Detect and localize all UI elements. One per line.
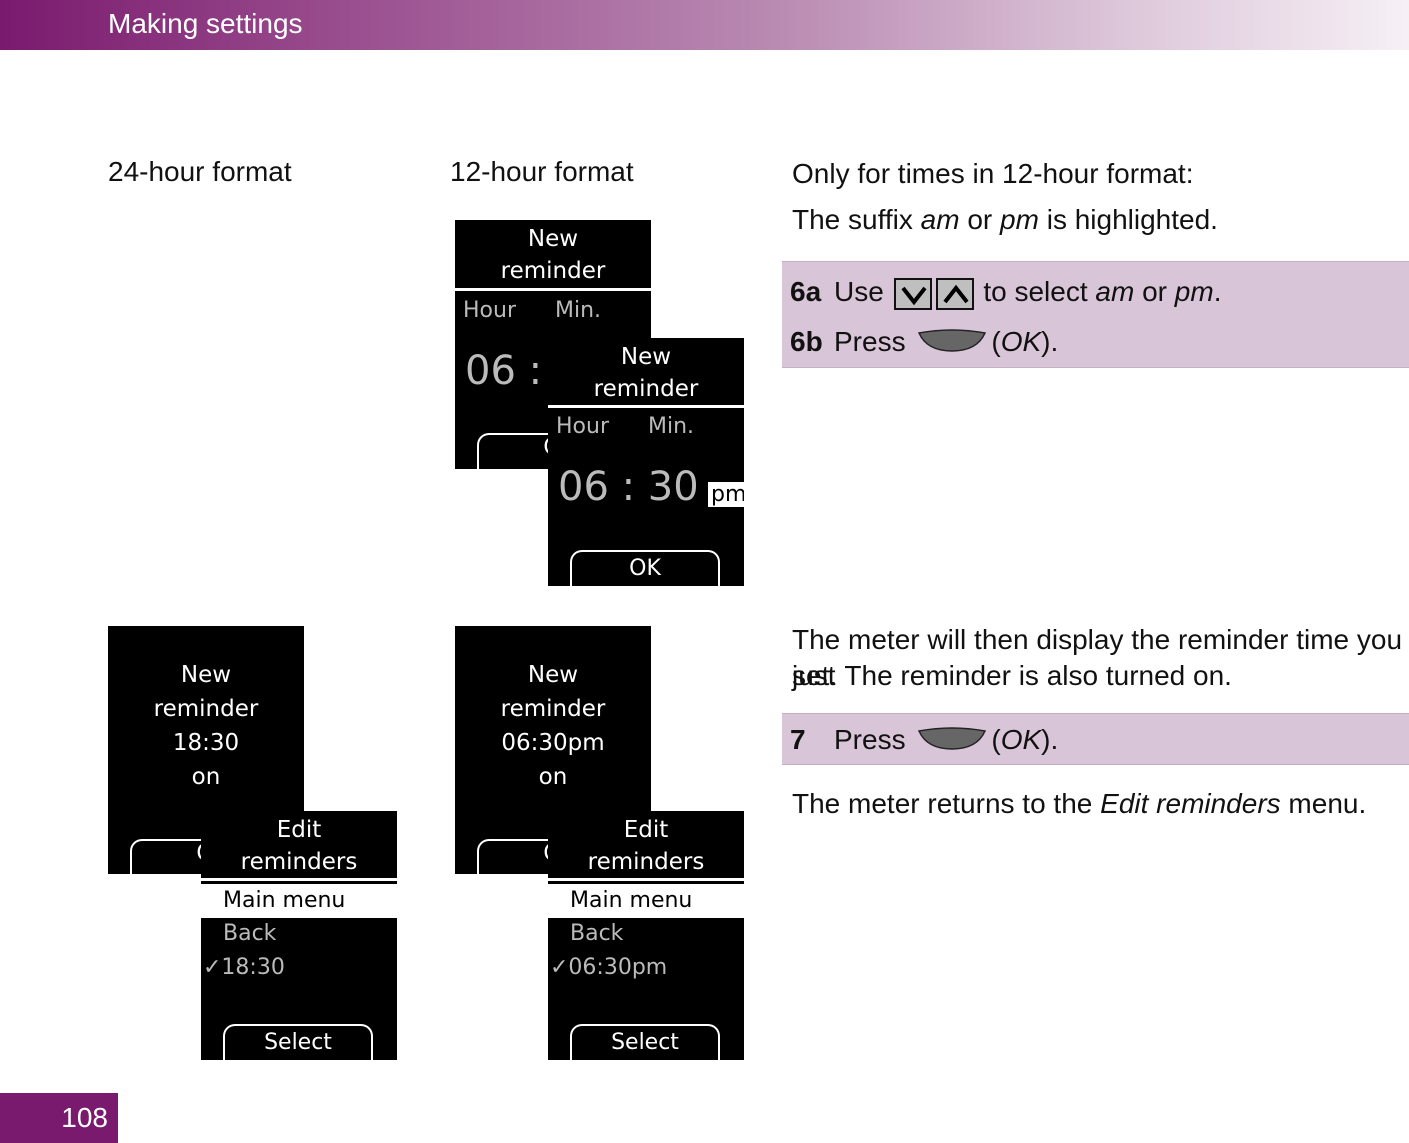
min-label: Min.: [555, 298, 602, 323]
returns-line: The meter returns to the Edit reminders …: [792, 788, 1367, 819]
column-label-24h: 24-hour format: [108, 156, 292, 187]
pm-highlight: pm: [708, 482, 744, 507]
menu-item-main-menu: Main menu: [548, 884, 744, 918]
min-label: Min.: [648, 414, 695, 439]
time-display: 06 : 30: [558, 464, 699, 510]
menu-item-reminder: ✓06:30pm: [550, 955, 668, 980]
select-button: Select: [570, 1024, 720, 1060]
confirmation-text: New reminder 06:30pm on: [500, 662, 606, 790]
result-line-2: set. The reminder is also turned on.: [792, 660, 1232, 691]
ok-button: OK: [570, 550, 720, 586]
confirmation-text: New reminder 18:30 on: [153, 662, 259, 790]
screen-divider: [548, 878, 744, 881]
column-label-12h: 12-hour format: [450, 156, 634, 187]
down-arrow-key-icon: [893, 277, 932, 310]
menu-item-reminder: ✓18:30: [203, 955, 285, 980]
time-display: 06 :: [465, 348, 543, 394]
ok-key-icon: [917, 726, 987, 758]
hour-label: Hour: [556, 414, 609, 439]
hour-label: Hour: [463, 298, 516, 323]
screen-divider: [201, 878, 397, 881]
result-line-1: The meter will then display the reminder…: [792, 624, 1403, 691]
section-title: Making settings: [108, 8, 303, 39]
suffix-line: The suffix am or pm is highlighted.: [792, 204, 1218, 235]
ok-key-icon: [917, 328, 987, 360]
screen-divider: [548, 405, 744, 408]
select-button: Select: [223, 1024, 373, 1060]
menu-item-back: Back: [570, 921, 624, 946]
menu-item-back: Back: [223, 921, 277, 946]
intro-line: Only for times in 12-hour format:: [792, 158, 1194, 189]
menu-item-main-menu: Main menu: [201, 884, 397, 918]
up-arrow-key-icon: [935, 277, 974, 310]
header-bar: Making settings: [0, 0, 1409, 50]
page-number: 108: [0, 1093, 118, 1143]
screen-divider: [455, 288, 651, 291]
